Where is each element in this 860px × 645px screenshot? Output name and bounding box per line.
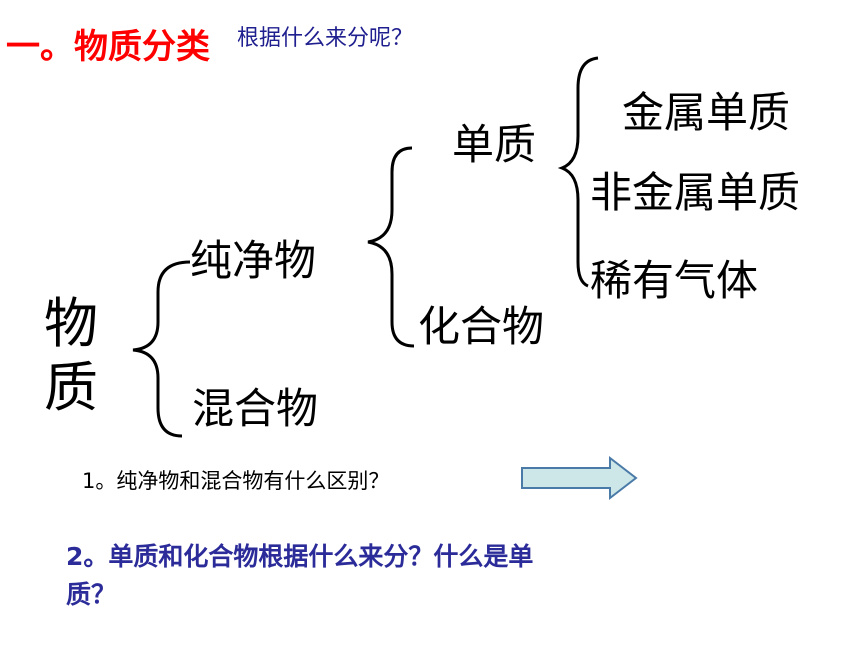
subtitle: 根据什么来分呢？: [237, 26, 414, 51]
brace-simple: [557, 56, 599, 288]
node-mixture: 混合物: [192, 384, 319, 433]
page-title: 一。物质分类: [6, 27, 210, 67]
brace-pure: [367, 146, 415, 348]
node-simple-substance: 单质: [452, 120, 537, 169]
node-matter: 物质: [44, 292, 98, 419]
arrow-right-icon: [521, 455, 638, 501]
question-1: 1。纯净物和混合物有什么区别？: [82, 469, 390, 493]
brace-root: [132, 260, 191, 438]
node-metal-element: 金属单质: [622, 88, 791, 137]
node-nonmetal-element: 非金属单质: [590, 168, 801, 217]
node-pure-substance: 纯净物: [190, 236, 317, 285]
node-noble-gas: 稀有气体: [590, 256, 759, 305]
node-compound: 化合物: [418, 302, 545, 351]
question-2: 2。单质和化合物根据什么来分？什么是单质？: [66, 542, 534, 609]
